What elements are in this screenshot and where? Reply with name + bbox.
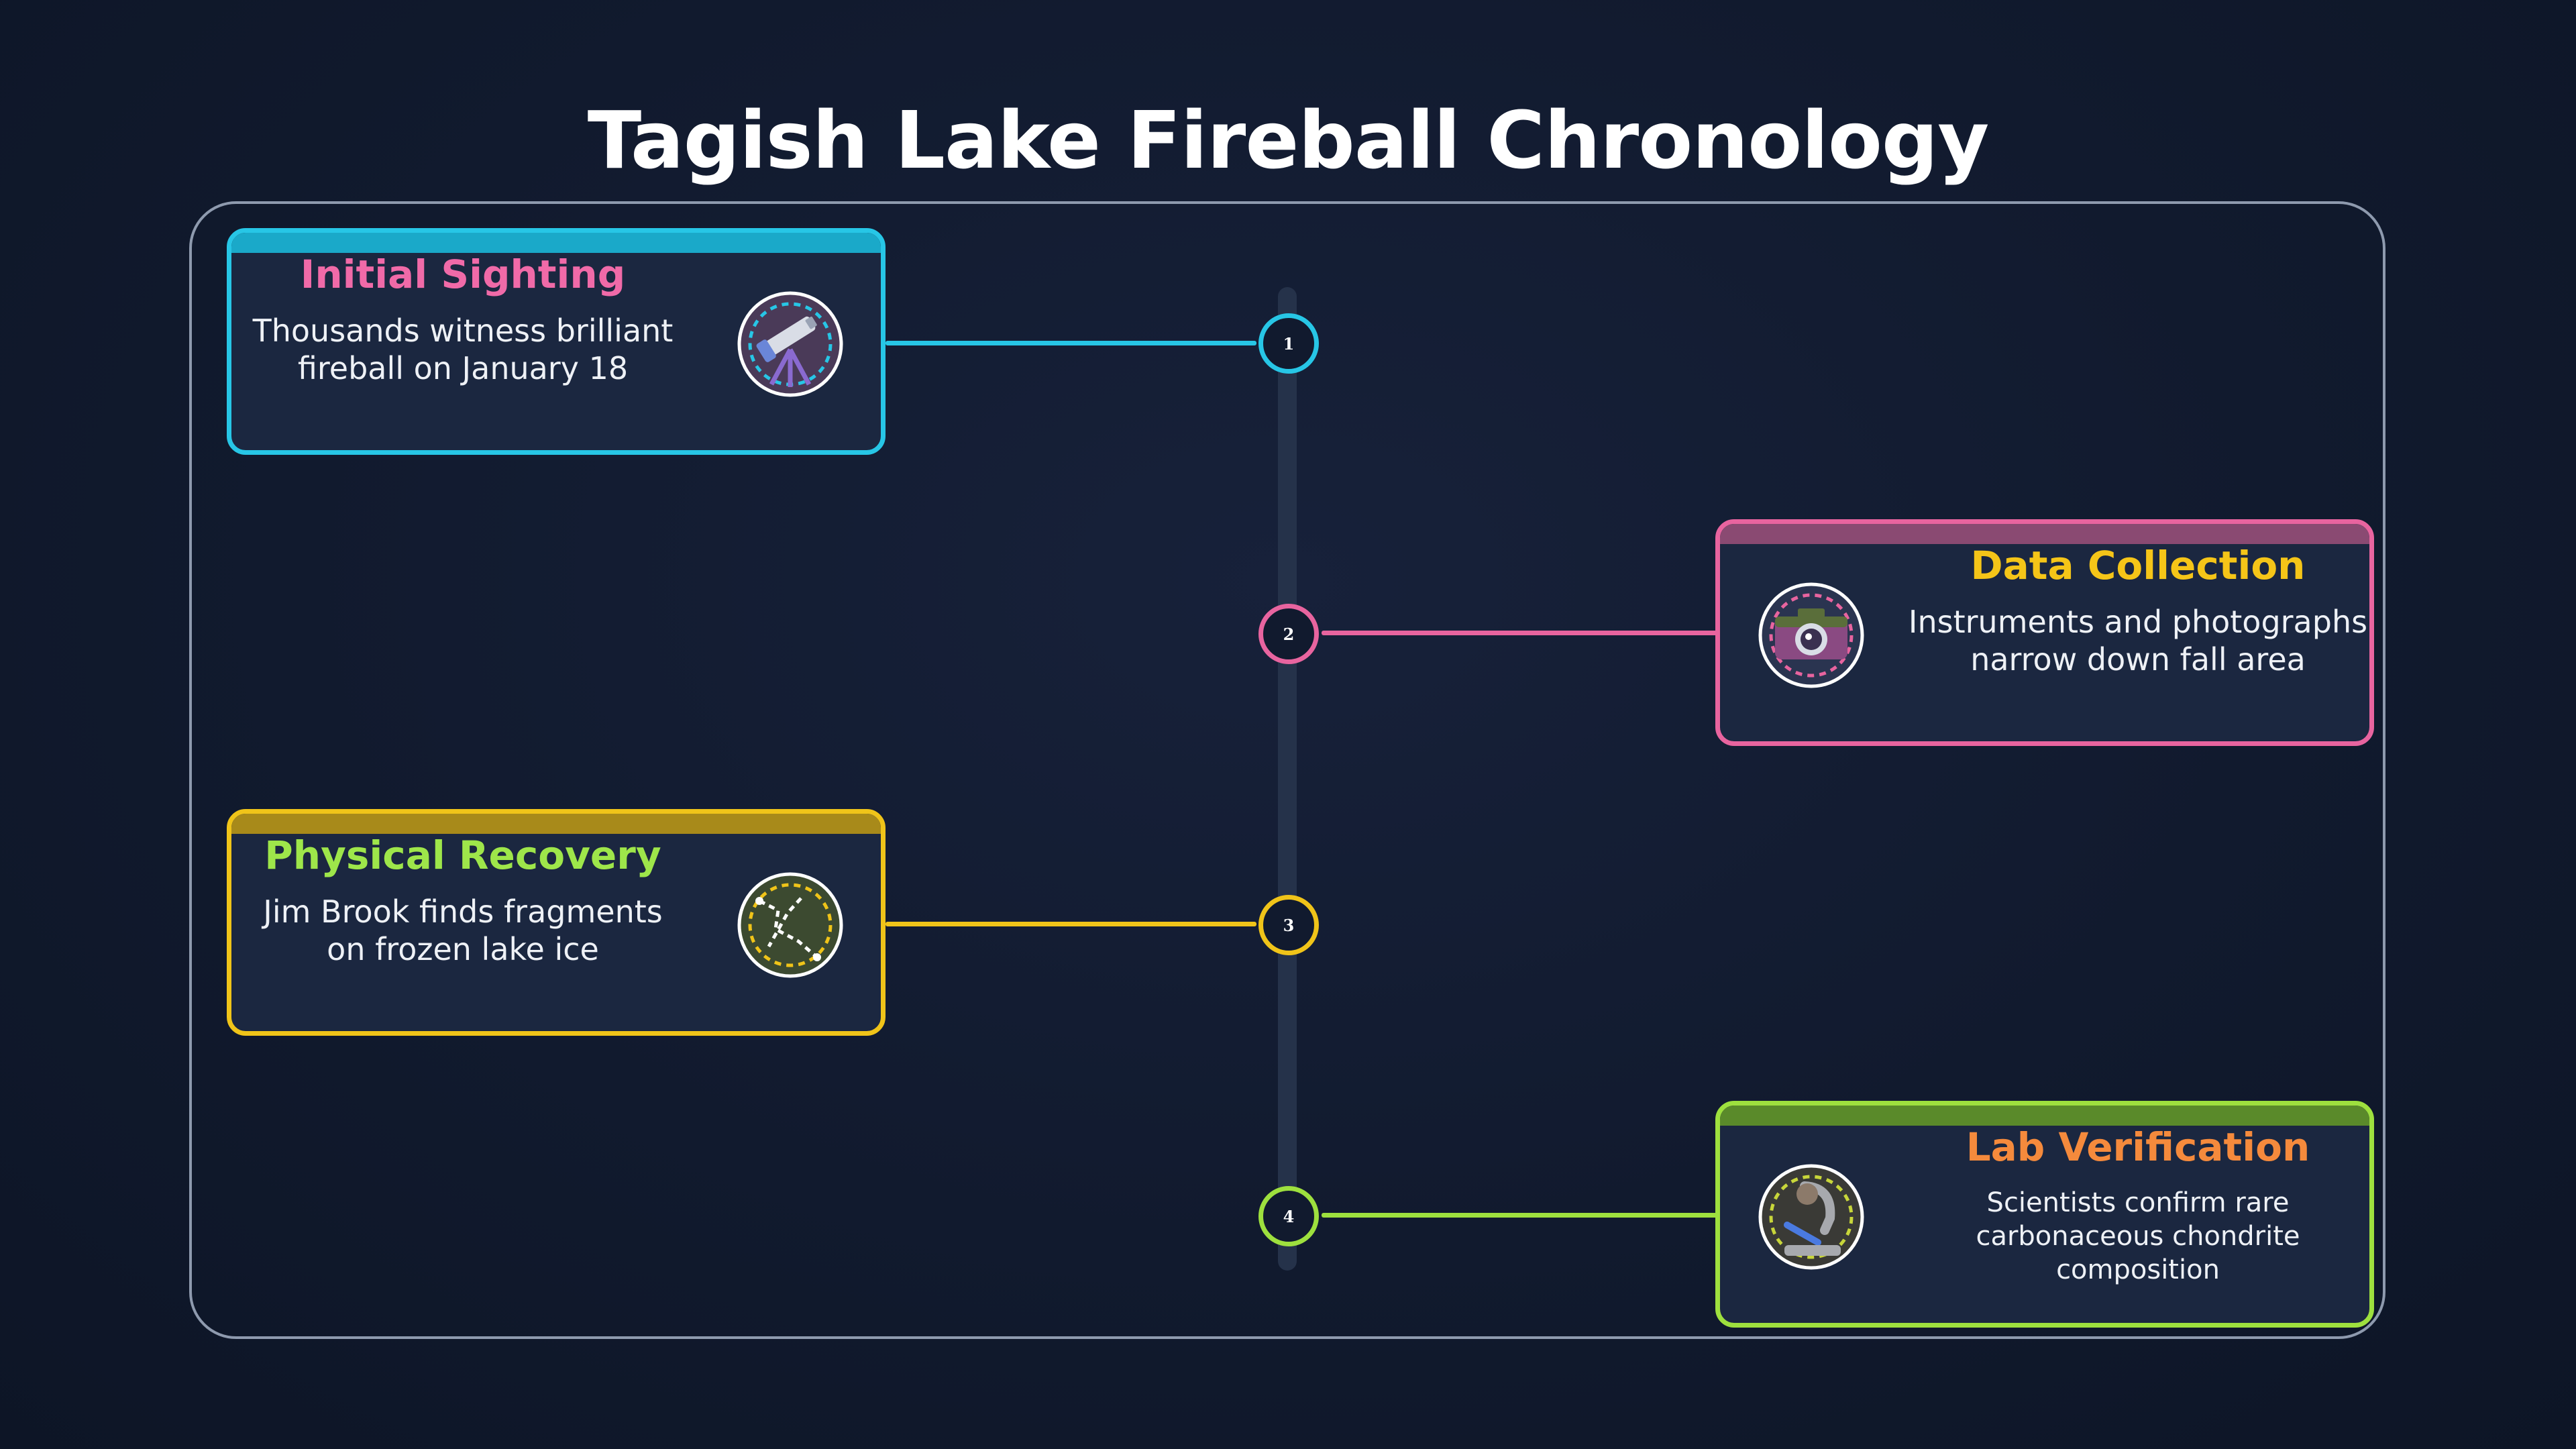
- timeline-node-3: 3: [1258, 895, 1319, 955]
- page-title: Tagish Lake Fireball Chronology: [587, 94, 1990, 186]
- card-header-band: [1720, 1106, 2369, 1126]
- event-card-initial-sighting: Initial Sighting Thousands witness brill…: [227, 228, 885, 455]
- connector-2: [1322, 631, 1717, 635]
- event-description-line: Scientists confirm rare: [1986, 1187, 2290, 1218]
- event-description: Thousands witness brilliant fireball on …: [231, 312, 694, 387]
- event-description-line: carbonaceous chondrite composition: [1976, 1221, 2300, 1285]
- timeline-frame: [189, 201, 2385, 1339]
- camera-icon: [1758, 582, 1865, 689]
- connector-1: [885, 341, 1256, 345]
- event-description-line: Thousands witness brilliant: [252, 313, 674, 349]
- map-route-icon: [737, 871, 844, 979]
- event-description: Scientists confirm rare carbonaceous cho…: [1907, 1186, 2369, 1287]
- telescope-icon: [737, 290, 844, 398]
- connector-4: [1322, 1213, 1717, 1218]
- event-card-data-collection: Data Collection Instruments and photogra…: [1715, 519, 2374, 746]
- event-description-line: Instruments and photographs: [1908, 604, 2368, 640]
- microscope-icon: [1758, 1163, 1865, 1271]
- event-description: Jim Brook finds fragments on frozen lake…: [231, 893, 694, 968]
- event-heading: Data Collection: [1970, 543, 2306, 588]
- event-heading: Lab Verification: [1966, 1124, 2310, 1170]
- card-header-band: [1720, 524, 2369, 544]
- event-description-line: Jim Brook finds fragments: [263, 894, 663, 930]
- event-description-line: narrow down fall area: [1970, 641, 2306, 678]
- event-card-physical-recovery: Physical Recovery Jim Brook finds fragme…: [227, 809, 885, 1036]
- event-description-line: fireball on January 18: [297, 350, 629, 386]
- event-description-line: on frozen lake ice: [327, 931, 599, 967]
- timeline-axis: [1278, 287, 1297, 1271]
- event-heading: Physical Recovery: [264, 833, 661, 878]
- event-description: Instruments and photographs narrow down …: [1907, 603, 2369, 678]
- timeline-node-1: 1: [1258, 313, 1319, 374]
- card-header-band: [231, 814, 881, 834]
- timeline-node-2: 2: [1258, 604, 1319, 664]
- connector-3: [885, 922, 1256, 926]
- event-heading: Initial Sighting: [300, 252, 626, 297]
- card-header-band: [231, 233, 881, 253]
- event-card-lab-verification: Lab Verification Scientists confirm rare…: [1715, 1101, 2374, 1328]
- timeline-node-4: 4: [1258, 1186, 1319, 1246]
